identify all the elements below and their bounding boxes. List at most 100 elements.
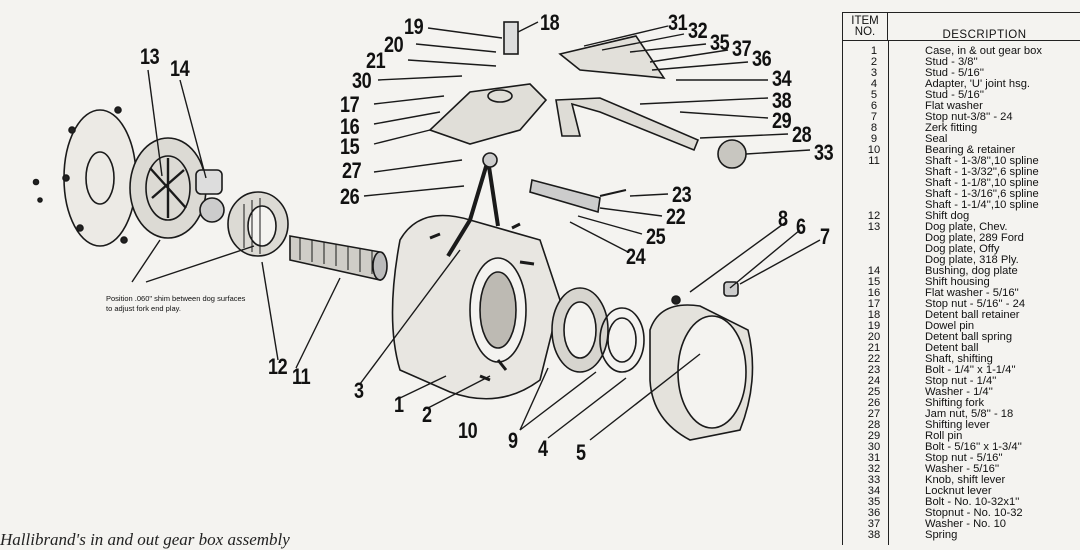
callout-11: 11 [292, 364, 311, 389]
header-item-label: ITEM [851, 15, 879, 27]
callout-6: 6 [796, 214, 806, 239]
item-description: Flat washer - 5/16'' [925, 287, 1019, 299]
item-number: 29 [867, 430, 881, 442]
item-description: Detent ball retainer [925, 309, 1020, 321]
callout-13: 13 [140, 44, 160, 69]
callout-8: 8 [778, 206, 788, 231]
splined-shaft [289, 235, 381, 281]
table-row: 16 Flat washer - 5/16'' [843, 287, 1080, 299]
item-description: Spring [925, 529, 958, 541]
item-description: Dog plate, 318 Ply. [925, 254, 1019, 266]
item-number: 28 [867, 419, 881, 431]
item-description: Detent ball spring [925, 331, 1013, 343]
item-number: 5 [870, 89, 878, 101]
item-number: 23 [867, 364, 881, 376]
callout-15: 15 [340, 134, 360, 159]
item-description: Stop nut - 5/16'' [925, 452, 1003, 464]
item-number: 27 [867, 408, 881, 420]
callout-23: 23 [672, 182, 692, 207]
callout-10: 10 [458, 418, 478, 443]
item-description: Locknut lever [925, 485, 992, 497]
item-number: 30 [867, 441, 881, 453]
callout-18: 18 [540, 10, 560, 35]
exploded-view-diagram: 13 14 19 18 20 21 30 17 16 15 27 26 31 3… [32, 10, 834, 464]
item-description: Bushing, dog plate [925, 265, 1018, 277]
callout-9: 9 [508, 428, 518, 453]
item-number: 20 [867, 331, 881, 343]
table-row: Dog plate, Offy [843, 243, 1080, 255]
callout-1: 1 [394, 392, 404, 417]
shift-housing [428, 83, 548, 145]
callout-36: 36 [752, 46, 772, 71]
callout-2: 2 [422, 402, 432, 427]
callout-28: 28 [792, 122, 812, 147]
item-description: Seal [925, 133, 948, 145]
footer-caption: Hallibrand's in and out gear box assembl… [0, 530, 290, 549]
item-description: Shift housing [925, 276, 990, 288]
item-number: 15 [867, 276, 881, 288]
item-number: 12 [867, 210, 881, 222]
item-description: Bolt - 1/4'' x 1-1/4'' [925, 364, 1016, 376]
item-number: 37 [867, 518, 881, 530]
item-number: 32 [867, 463, 881, 475]
callout-16: 16 [340, 114, 360, 139]
callout-14: 14 [170, 56, 190, 81]
item-description: Knob, shift lever [925, 474, 1006, 486]
item-description: Zerk fitting [925, 122, 978, 134]
column-divider [888, 41, 889, 545]
table-row: 8 Zerk fitting [843, 122, 1080, 134]
table-row: 35 Bolt - No. 10-32x1'' [843, 496, 1080, 508]
item-description: Bolt - 5/16'' x 1-3/4'' [925, 441, 1022, 453]
table-row: 23 Bolt - 1/4'' x 1-1/4'' [843, 364, 1080, 376]
callout-37: 37 [732, 36, 752, 61]
callout-35: 35 [710, 30, 730, 55]
item-description: Bolt - No. 10-32x1'' [925, 496, 1020, 508]
item-number: 2 [870, 56, 878, 68]
item-number: 10 [867, 144, 881, 156]
item-description: Dog plate, Offy [925, 243, 1000, 255]
item-description: Stud - 3/8'' [925, 56, 978, 68]
item-number: 8 [870, 122, 878, 134]
shim-note: Position .060" shim between dog surfaces… [106, 294, 246, 313]
item-description: Shaft - 1-3/16'',6 spline [925, 188, 1039, 200]
item-description: Dog plate, Chev. [925, 221, 1008, 233]
table-row: Dog plate, 289 Ford [843, 232, 1080, 244]
item-number: 11 [868, 155, 880, 167]
shift-knob [717, 139, 747, 169]
table-row: 30 Bolt - 5/16'' x 1-3/4'' [843, 441, 1080, 453]
table-row: 2 Stud - 3/8'' [843, 56, 1080, 68]
table-row: Dog plate, 318 Ply. [843, 254, 1080, 266]
item-number: 16 [867, 287, 881, 299]
callout-12: 12 [268, 354, 288, 379]
header-item-no: ITEM NO. [843, 13, 888, 41]
callout-25: 25 [646, 224, 666, 249]
item-number: 35 [867, 496, 881, 508]
table-row: Shaft - 1-3/16'',6 spline [843, 188, 1080, 200]
item-number: 34 [867, 485, 881, 497]
callout-3: 3 [354, 378, 364, 403]
callout-34: 34 [772, 66, 792, 91]
callout-19: 19 [404, 14, 424, 39]
item-description: Shaft - 1-3/32'',6 spline [925, 166, 1039, 178]
callout-27: 27 [342, 158, 362, 183]
